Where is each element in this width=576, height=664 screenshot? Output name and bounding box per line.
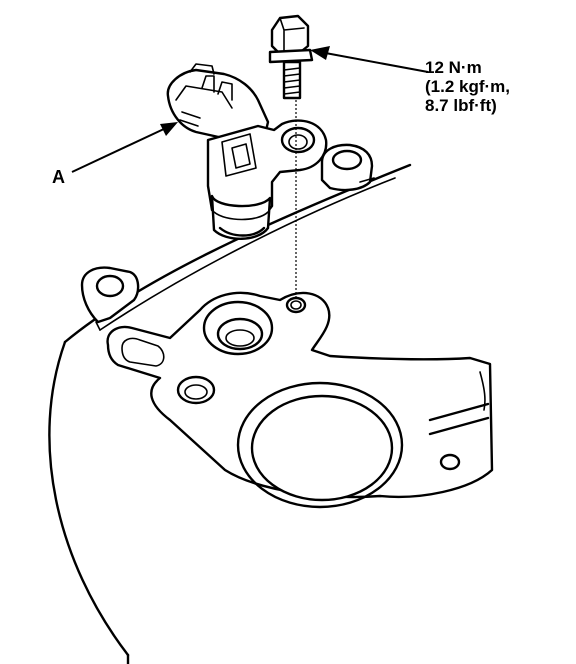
housing-tab xyxy=(80,266,140,331)
crankshaft-position-sensor xyxy=(166,63,328,240)
label-a-leader-arrow xyxy=(71,122,178,173)
torque-nm: 12 N·m xyxy=(425,58,482,77)
part-label-a: A xyxy=(52,167,65,187)
rear-boss xyxy=(320,143,375,192)
mounting-plate xyxy=(106,291,494,509)
torque-kgfm: (1.2 kgf·m, xyxy=(425,77,511,96)
torque-lbfft: 8.7 lbf·ft) xyxy=(425,96,497,115)
torque-leader-arrow xyxy=(310,46,429,73)
mounting-bolt xyxy=(268,14,314,100)
torque-specification: 12 N·m (1.2 kgf·m, 8.7 lbf·ft) xyxy=(425,58,510,115)
